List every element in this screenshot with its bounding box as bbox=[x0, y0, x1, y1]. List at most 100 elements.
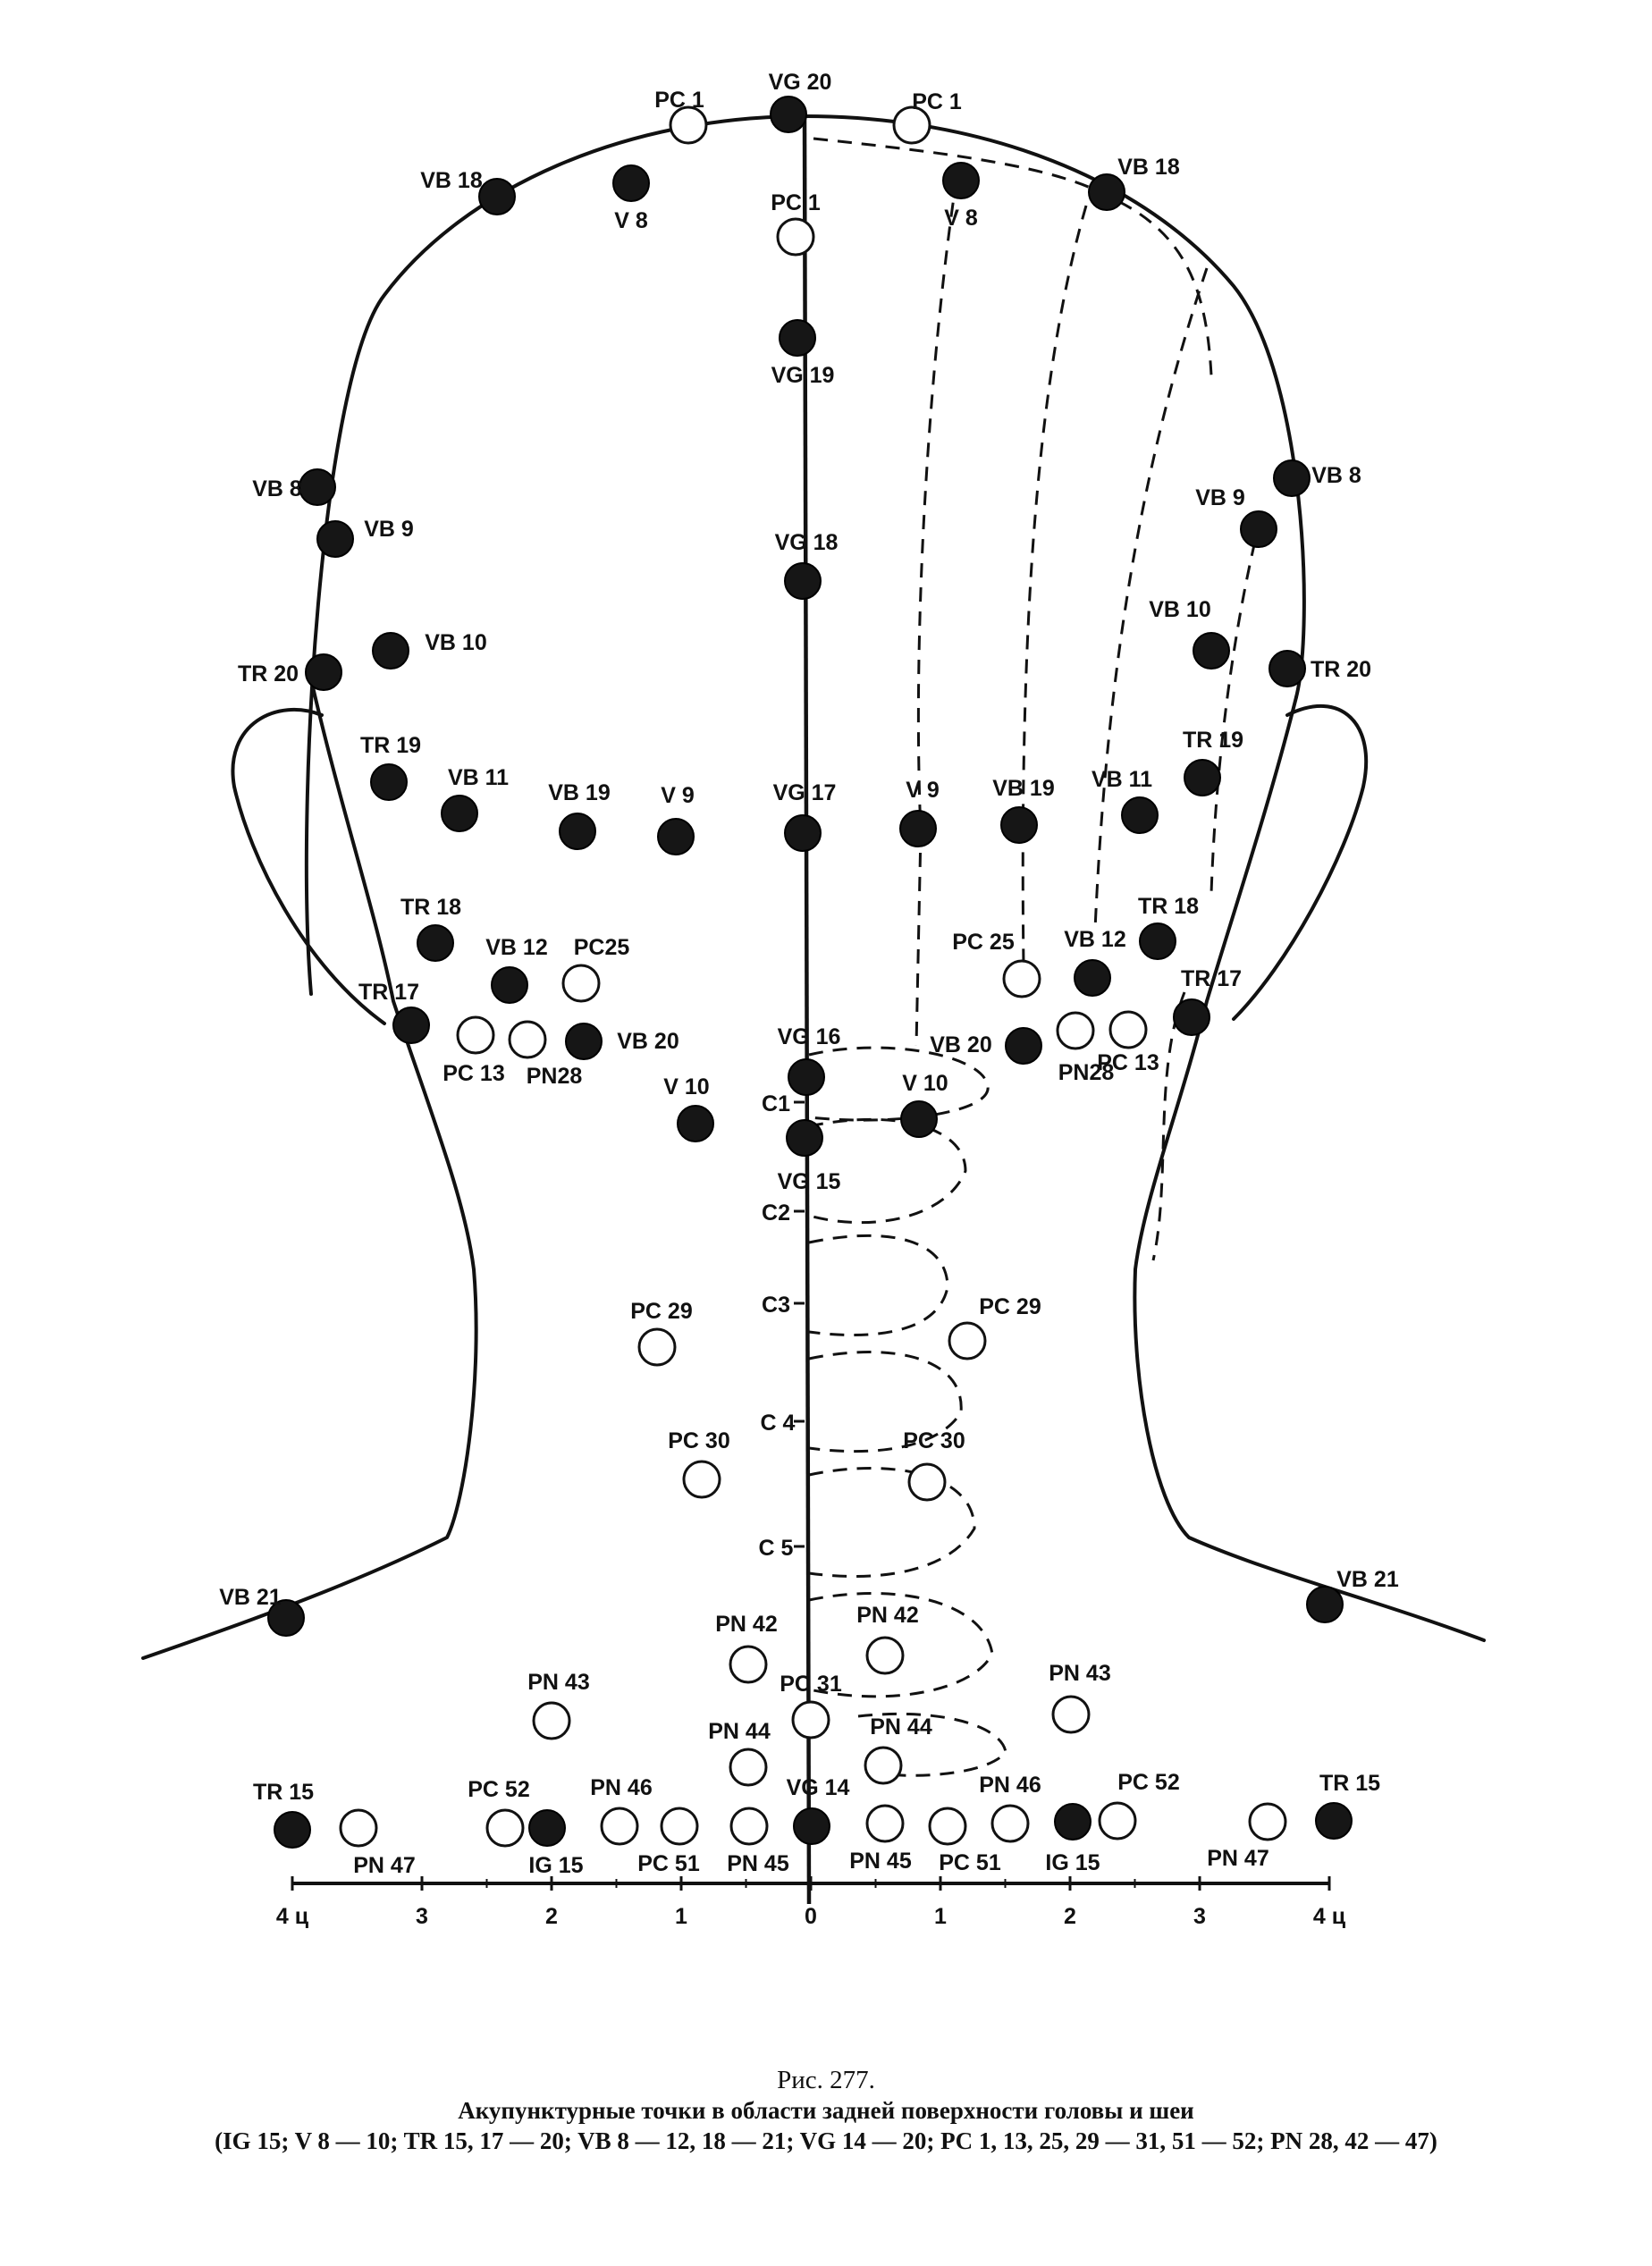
acupoint-marker bbox=[865, 1804, 905, 1843]
acupoint-label: VG 20 bbox=[769, 70, 832, 95]
acupoint-label: VB 20 bbox=[617, 1029, 678, 1054]
acupoint-label: PN 43 bbox=[527, 1670, 589, 1695]
acupoint-label: PC 1 bbox=[912, 89, 962, 114]
acupoint-pn47: PN 47 bbox=[1207, 1802, 1287, 1871]
acupoint-vb8: VB 8 bbox=[1273, 459, 1361, 497]
acupoint-marker bbox=[779, 319, 816, 357]
acupoint-pc13: PC 13 bbox=[442, 1015, 505, 1086]
acupoint-vb12: VB 12 bbox=[485, 935, 548, 1004]
acupoint-label: V 8 bbox=[614, 208, 648, 233]
acupoint-v10: V 10 bbox=[900, 1071, 948, 1138]
acupoint-marker bbox=[491, 966, 528, 1004]
acupoint-marker bbox=[948, 1321, 987, 1360]
vertebra-outline bbox=[808, 1046, 990, 1122]
acupoint-marker bbox=[682, 1460, 721, 1499]
acupoint-vb18: VB 18 bbox=[1088, 155, 1180, 211]
acupoint-label: PN 46 bbox=[590, 1775, 652, 1800]
acupoint-marker bbox=[942, 162, 980, 199]
acupoint-marker bbox=[657, 818, 695, 855]
acupoint-marker bbox=[1268, 650, 1306, 687]
acupoint-tr18: TR 18 bbox=[400, 895, 461, 962]
acupoint-marker bbox=[1139, 922, 1176, 960]
acupoint-marker bbox=[485, 1808, 525, 1848]
acupoint-label: VB 8 bbox=[1311, 463, 1361, 488]
acupoint-label: PN 47 bbox=[353, 1853, 415, 1878]
acupoint-marker bbox=[1005, 1027, 1042, 1065]
acupoint-marker bbox=[1098, 1801, 1137, 1841]
acupoint-vg14: VG 14 bbox=[787, 1775, 850, 1845]
acupoint-marker bbox=[1306, 1586, 1344, 1623]
acupoint-label: PC 29 bbox=[979, 1294, 1041, 1319]
acupoint-label: V 10 bbox=[902, 1071, 948, 1096]
acupoint-marker bbox=[784, 814, 822, 852]
acupoint-pc1: PC 1 bbox=[771, 190, 821, 257]
acupoint-label: PC 25 bbox=[952, 930, 1015, 955]
figure-point-list: (IG 15; V 8 — 10; TR 15, 17 — 20; VB 8 —… bbox=[215, 2127, 1437, 2154]
acupoint-marker bbox=[339, 1808, 378, 1848]
left-ear bbox=[231, 707, 386, 1025]
vertebra-label: C1 bbox=[762, 1091, 790, 1116]
acupoint-pn43: PN 43 bbox=[527, 1670, 590, 1740]
acupoint-pn44: PN 44 bbox=[708, 1719, 771, 1787]
acupoint-v9: V 9 bbox=[657, 783, 695, 855]
acupoint-marker bbox=[788, 1058, 825, 1096]
acupoint-label: PC 30 bbox=[668, 1428, 729, 1453]
acupoint-pc25: PC25 bbox=[561, 935, 629, 1003]
acupoint-label: PN 42 bbox=[856, 1603, 918, 1628]
acupoint-label: PC 51 bbox=[939, 1850, 1001, 1875]
acupoint-v8: V 8 bbox=[942, 162, 980, 231]
figure-title: Акупунктурные точки в области задней пов… bbox=[458, 2097, 1194, 2124]
meridian-line bbox=[914, 178, 958, 1047]
acupoint-marker bbox=[1121, 796, 1159, 834]
acupoint-label: PN 44 bbox=[870, 1714, 932, 1740]
acupoint-marker bbox=[928, 1807, 967, 1846]
acupoint-vg15: VG 15 bbox=[778, 1119, 841, 1194]
acupoint-label: V 8 bbox=[944, 206, 978, 231]
meridian-line bbox=[1151, 991, 1186, 1261]
meridian-line bbox=[1093, 267, 1209, 931]
scale-tick-label: 3 bbox=[416, 1904, 428, 1929]
acupoint-label: VB 21 bbox=[1336, 1567, 1399, 1592]
scale-tick-label: 4 ц bbox=[276, 1904, 309, 1929]
vertebra-outline bbox=[808, 1234, 949, 1336]
acupoint-label: PC 30 bbox=[903, 1428, 965, 1453]
figure-number: Рис. 277. bbox=[777, 2066, 875, 2094]
acupoint-tr15: TR 15 bbox=[253, 1780, 314, 1849]
acupoint-marker bbox=[784, 562, 822, 600]
acupoint-label: VB 8 bbox=[252, 476, 302, 501]
acupoint-label: PC 52 bbox=[1117, 1770, 1179, 1795]
acupoint-label: VB 11 bbox=[448, 765, 509, 790]
acupoint-marker bbox=[456, 1015, 495, 1055]
acupoint-marker bbox=[791, 1700, 830, 1740]
acupoint-pn46: PN 46 bbox=[979, 1773, 1041, 1843]
acupoint-marker bbox=[316, 520, 354, 558]
acupoint-label: TR 17 bbox=[358, 980, 419, 1005]
acupoint-label: PN 45 bbox=[727, 1851, 789, 1876]
acupoint-pn43: PN 43 bbox=[1049, 1661, 1111, 1734]
acupoint-tr17: TR 17 bbox=[1173, 966, 1242, 1036]
acupoint-label: PN28 bbox=[1058, 1060, 1115, 1085]
acupoint-label: TR 17 bbox=[1181, 966, 1242, 991]
scale-tick-label: 4 ц bbox=[1313, 1904, 1346, 1929]
acupoint-label: VB 20 bbox=[930, 1032, 991, 1057]
acupoint-pc29: PC 29 bbox=[948, 1294, 1041, 1360]
acupoint-pn28: PN28 bbox=[1056, 1011, 1115, 1085]
acupoint-label: VG 14 bbox=[787, 1775, 850, 1800]
acupoint-label: PN28 bbox=[527, 1064, 583, 1089]
acupoint-marker bbox=[532, 1701, 571, 1740]
acupoint-label: PN 45 bbox=[849, 1849, 912, 1874]
acupoint-marker bbox=[417, 924, 454, 962]
acupoint-marker bbox=[441, 795, 478, 832]
acupoint-label: PN 47 bbox=[1207, 1846, 1268, 1871]
scale-tick-label: 0 bbox=[805, 1904, 817, 1929]
acupoint-marker bbox=[677, 1105, 714, 1142]
acupoint-marker bbox=[669, 105, 708, 145]
acupoint-tr15: TR 15 bbox=[1315, 1771, 1380, 1840]
acupoint-label: PN 42 bbox=[715, 1612, 777, 1637]
acupoint-marker bbox=[660, 1807, 699, 1846]
acupoint-pn45: PN 45 bbox=[849, 1804, 912, 1874]
acupoint-marker bbox=[907, 1462, 947, 1502]
acupoint-marker bbox=[1074, 959, 1111, 997]
acupoint-marker bbox=[1315, 1802, 1353, 1840]
acupoint-marker bbox=[392, 1007, 430, 1044]
